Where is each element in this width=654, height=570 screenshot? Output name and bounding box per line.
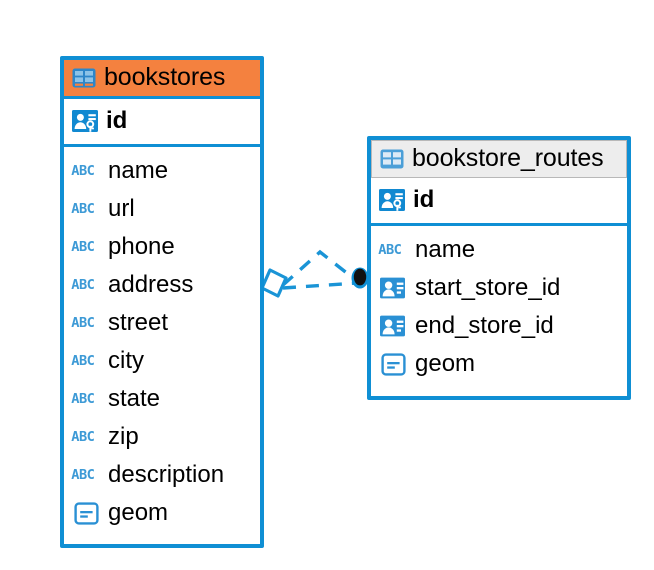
diamond-marker [260, 268, 288, 298]
field-row-geom[interactable]: geom [72, 494, 252, 532]
text-type-icon: ABC [71, 163, 95, 179]
field-row-url[interactable]: ABC url [71, 190, 252, 228]
field-row-start-store-id[interactable]: start_store_id [379, 269, 619, 307]
field-label: city [108, 347, 144, 374]
field-list-bookstore-routes: ABC name start_store_id [371, 226, 627, 389]
foreign-key-icon [379, 313, 407, 339]
field-row-name[interactable]: ABC name [378, 231, 619, 269]
field-label: street [108, 309, 169, 336]
table-icon [72, 68, 96, 88]
field-row-geom[interactable]: geom [379, 345, 619, 383]
field-row-street[interactable]: ABC street [71, 304, 252, 342]
text-type-icon: ABC [71, 391, 95, 407]
field-row-phone[interactable]: ABC phone [71, 228, 252, 266]
field-label: geom [415, 350, 476, 377]
field-list-bookstores: ABC name ABC url ABC phone ABC address A… [64, 147, 260, 538]
field-label: url [108, 195, 135, 222]
text-type-icon: ABC [71, 315, 95, 331]
entity-header-bookstores[interactable]: bookstores [64, 60, 260, 96]
field-label: end_store_id [415, 312, 554, 339]
geometry-type-icon [72, 501, 100, 526]
relationship-line-lower [282, 281, 358, 290]
field-label: zip [108, 423, 139, 450]
relationship-line-upper [281, 249, 359, 287]
primary-key-icon [379, 187, 405, 213]
primary-key-icon [72, 108, 98, 134]
field-row-address[interactable]: ABC address [71, 266, 252, 304]
text-type-icon: ABC [71, 239, 95, 255]
entity-bookstore-routes[interactable]: bookstore_routes id [367, 136, 631, 400]
filled-circle-marker [351, 267, 369, 289]
entity-title: bookstore_routes [412, 144, 604, 172]
text-type-icon: ABC [71, 429, 95, 445]
field-row-primary-key[interactable]: id [379, 182, 619, 218]
foreign-key-icon [379, 275, 407, 301]
text-type-icon: ABC [71, 201, 95, 217]
field-label: id [106, 107, 128, 134]
text-type-icon: ABC [71, 277, 95, 293]
text-type-icon: ABC [378, 242, 402, 258]
primary-key-section-bookstores: id [64, 96, 260, 147]
text-type-icon: ABC [71, 353, 95, 369]
primary-key-section-bookstore-routes: id [371, 178, 627, 226]
field-label: address [108, 271, 194, 298]
field-row-state[interactable]: ABC state [71, 380, 252, 418]
field-label: name [108, 157, 169, 184]
field-row-city[interactable]: ABC city [71, 342, 252, 380]
field-label: start_store_id [415, 274, 561, 301]
field-label: geom [108, 499, 169, 526]
field-row-primary-key[interactable]: id [72, 103, 252, 139]
field-row-name[interactable]: ABC name [71, 152, 252, 190]
geometry-type-icon [379, 352, 407, 377]
field-label: description [108, 461, 225, 488]
field-label: id [413, 186, 435, 213]
entity-title: bookstores [104, 63, 226, 91]
entity-header-bookstore-routes[interactable]: bookstore_routes [371, 140, 627, 178]
table-icon [380, 149, 404, 169]
field-row-zip[interactable]: ABC zip [71, 418, 252, 456]
field-label: state [108, 385, 161, 412]
entity-bookstores[interactable]: bookstores id [60, 56, 264, 548]
field-label: name [415, 236, 476, 263]
field-row-end-store-id[interactable]: end_store_id [379, 307, 619, 345]
field-row-description[interactable]: ABC description [71, 456, 252, 494]
text-type-icon: ABC [71, 467, 95, 483]
field-label: phone [108, 233, 175, 260]
